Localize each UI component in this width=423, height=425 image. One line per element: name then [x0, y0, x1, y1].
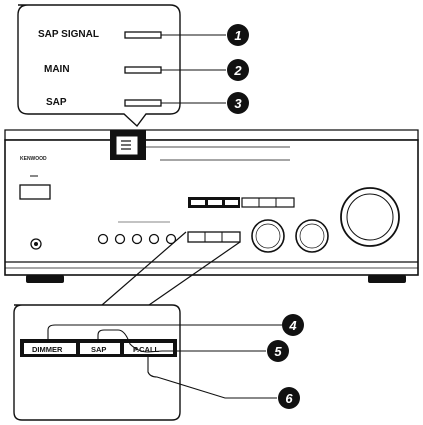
- connector-line-right: [148, 241, 241, 306]
- pcall-button[interactable]: [124, 343, 173, 354]
- indicator-label-main: MAIN: [44, 64, 70, 75]
- upper-button-2[interactable]: [208, 200, 222, 205]
- round-button-5[interactable]: [165, 233, 177, 245]
- brand-logo: KENWOOD: [20, 156, 47, 162]
- svg-text:5: 5: [274, 344, 282, 359]
- dimmer-button-label: DIMMER: [32, 345, 63, 354]
- number-marker-2: 2: [227, 59, 249, 81]
- round-button-4[interactable]: [148, 233, 160, 245]
- svg-text:1: 1: [234, 28, 241, 43]
- indicator-label-sap-signal: SAP SIGNAL: [38, 29, 99, 40]
- callout-bottom-frame: [13, 304, 181, 421]
- number-marker-6: 6: [278, 387, 300, 409]
- callout-top-frame: [17, 4, 181, 128]
- number-marker-4: 4: [282, 314, 304, 336]
- round-button-1[interactable]: [97, 233, 109, 245]
- indicator-lamp-sap: [124, 99, 162, 107]
- round-button-3[interactable]: [131, 233, 143, 245]
- indicator-lamp-main: [124, 66, 162, 74]
- foot-right: [368, 275, 406, 283]
- upper-button-group-right: [241, 197, 295, 208]
- knob-left[interactable]: [251, 219, 285, 253]
- knob-middle[interactable]: [295, 219, 329, 253]
- number-marker-5: 5: [267, 340, 289, 362]
- upper-button-3[interactable]: [225, 200, 238, 205]
- svg-text:3: 3: [234, 96, 242, 111]
- indicator-lamp-sap-signal: [124, 31, 162, 39]
- svg-text:6: 6: [285, 391, 293, 406]
- button-callout: DIMMER SAP P.CALL: [13, 304, 282, 421]
- leader-line-5: [97, 329, 266, 353]
- pcall-button-label: P.CALL: [133, 345, 160, 354]
- lower-button-group: [187, 231, 241, 243]
- indicator-label-sap: SAP: [46, 97, 67, 108]
- upper-button-1[interactable]: [191, 200, 205, 205]
- dimmer-button[interactable]: [24, 343, 76, 354]
- leader-line-4: [47, 324, 282, 343]
- svg-text:2: 2: [233, 63, 242, 78]
- number-marker-3: 3: [227, 92, 249, 114]
- round-button-2[interactable]: [114, 233, 126, 245]
- svg-text:4: 4: [288, 318, 297, 333]
- foot-left: [26, 275, 64, 283]
- sap-button[interactable]: [80, 343, 120, 354]
- connector-line-left: [101, 231, 187, 306]
- stereo-receiver: KENWOOD: [4, 129, 419, 283]
- power-button[interactable]: [19, 184, 51, 200]
- sap-button-label: SAP: [91, 345, 106, 354]
- indicator-callout: SAP SIGNAL MAIN SAP: [17, 4, 226, 128]
- leader-line-6: [147, 354, 277, 399]
- number-marker-1: 1: [227, 24, 249, 46]
- volume-knob[interactable]: [340, 187, 400, 247]
